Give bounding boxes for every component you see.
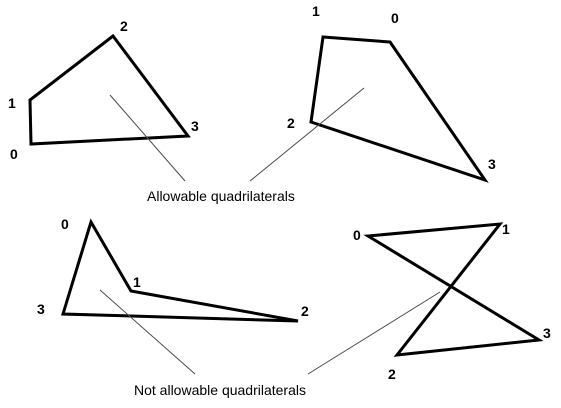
pointer-allowable-right — [249, 87, 365, 182]
quad-c-label-3: 3 — [37, 301, 45, 317]
quad-c-label-1: 1 — [133, 274, 141, 290]
quad-a-label-1: 1 — [8, 95, 16, 111]
quad-b-label-3: 3 — [488, 156, 496, 172]
quad-c-label-2: 2 — [301, 303, 309, 319]
quad-a-label-2: 2 — [120, 18, 128, 34]
quad-c-label-0: 0 — [61, 216, 69, 232]
caption-not-allowable: Not allowable quadrilaterals — [134, 382, 306, 398]
pointer-not-allowable-right — [307, 291, 441, 375]
quad-d-label-3: 3 — [543, 325, 551, 341]
quad-a-label-0: 0 — [10, 146, 18, 162]
quad-b-label-0: 0 — [391, 10, 399, 26]
quad-b-label-1: 1 — [312, 3, 320, 19]
quad-allowable-kite — [309, 35, 489, 183]
quad-allowable-convex — [28, 33, 191, 146]
quad-b-label-2: 2 — [287, 115, 295, 131]
quad-a-label-3: 3 — [191, 118, 199, 134]
quad-not-allowable-self-intersecting — [363, 222, 544, 357]
pointer-allowable-left — [109, 94, 186, 182]
quad-not-allowable-concave — [60, 218, 299, 323]
caption-allowable: Allowable quadrilaterals — [147, 188, 295, 204]
pointer-not-allowable-left — [99, 289, 196, 375]
quad-d-label-0: 0 — [353, 227, 361, 243]
quad-d-label-1: 1 — [502, 221, 510, 237]
quad-d-label-2: 2 — [388, 366, 396, 382]
